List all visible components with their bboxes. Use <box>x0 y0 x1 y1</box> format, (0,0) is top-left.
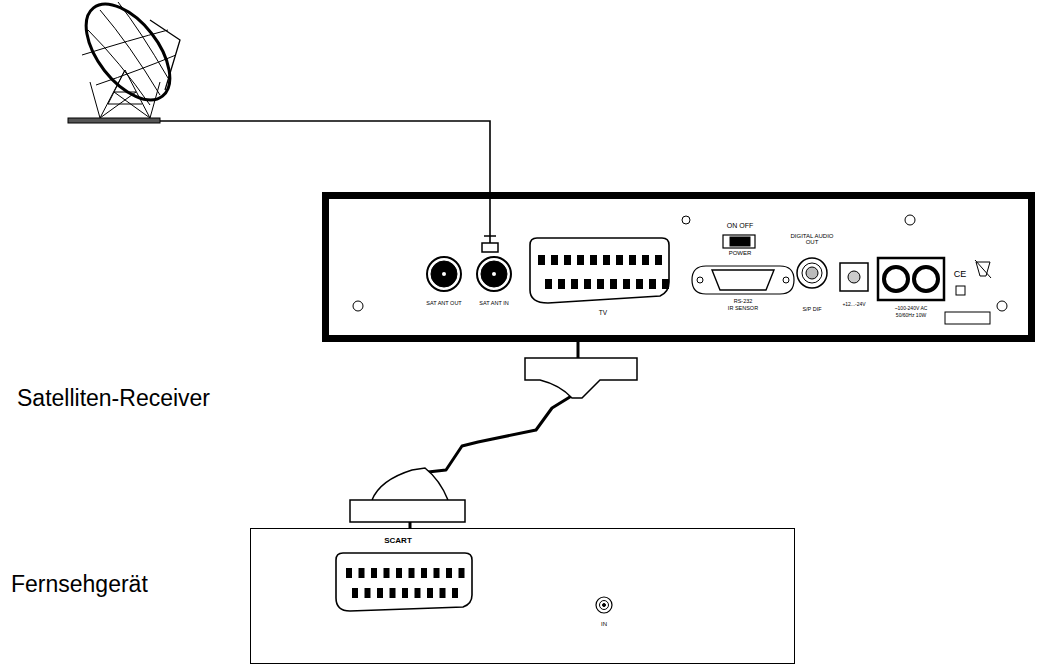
device-label: Satelliten-Receiver <box>17 385 210 412</box>
scart-plug <box>350 468 465 522</box>
port-label: IN <box>601 621 607 627</box>
scart-pin <box>551 255 558 265</box>
scart-pin <box>545 279 552 289</box>
scart-pin <box>452 588 458 598</box>
port-label: SAT ANT IN <box>479 301 508 307</box>
port-label: IR SENSOR <box>728 306 758 312</box>
scart-pin <box>421 568 427 578</box>
port-label: SCART <box>384 537 412 545</box>
scart-pin <box>649 279 656 289</box>
scart-pin <box>402 588 408 598</box>
scart-pin <box>616 255 623 265</box>
scart-pin <box>577 255 584 265</box>
receiver-panel-box: Satelliten-Receiver <box>322 192 1035 342</box>
scart-pin <box>564 255 571 265</box>
scart-pin <box>655 255 662 265</box>
device-label: Fernsehgerät <box>11 571 148 598</box>
scart-pin <box>610 279 617 289</box>
port-label: ON OFF <box>727 222 753 229</box>
scart-pin <box>571 279 578 289</box>
satellite-dish <box>68 0 186 123</box>
scart-pins <box>346 255 669 598</box>
scart-pin <box>371 568 377 578</box>
scart-pin <box>384 568 390 578</box>
scart-pin <box>590 255 597 265</box>
port-label: 50/60Hz 10W <box>896 313 926 318</box>
scart-pin <box>352 588 358 598</box>
tv-ports <box>336 553 612 613</box>
scart-pin <box>440 588 446 598</box>
scart-pin <box>415 588 421 598</box>
port-label: TV <box>599 310 607 317</box>
scart-plug <box>525 358 637 398</box>
f-connector <box>482 236 498 252</box>
scart-pin <box>558 279 565 289</box>
scart-pin <box>597 279 604 289</box>
scart-pin <box>459 568 465 578</box>
scart-pin <box>396 568 402 578</box>
port-label: SAT ANT OUT <box>426 301 461 307</box>
scart-pin <box>359 568 365 578</box>
scart-pin <box>390 588 396 598</box>
scart-pin <box>538 255 545 265</box>
port-label: RS-232 <box>734 299 753 305</box>
ce-mark: CE <box>954 270 967 279</box>
scart-pin <box>377 588 383 598</box>
scart-pin <box>603 255 610 265</box>
scart-pin <box>446 568 452 578</box>
scart-pin <box>365 588 371 598</box>
scart-pin <box>346 568 352 578</box>
tv-box: Fernsehgerät <box>250 528 795 664</box>
scart-pin <box>434 568 440 578</box>
scart-pin <box>642 255 649 265</box>
port-label: POWER <box>729 250 752 256</box>
port-label: DIGITAL AUDIO OUT <box>789 233 835 246</box>
port-label: +12...-24V <box>842 302 865 307</box>
scart-pin <box>409 568 415 578</box>
scart-pin <box>427 588 433 598</box>
scart-pin <box>584 279 591 289</box>
scart-pin <box>629 255 636 265</box>
receiver-panel <box>353 215 1007 324</box>
scart-pin <box>623 279 630 289</box>
scart-pin <box>662 279 669 289</box>
port-label: S/P DIF <box>802 307 821 313</box>
port-label: ~100-240V AC <box>895 306 928 311</box>
scart-pin <box>636 279 643 289</box>
